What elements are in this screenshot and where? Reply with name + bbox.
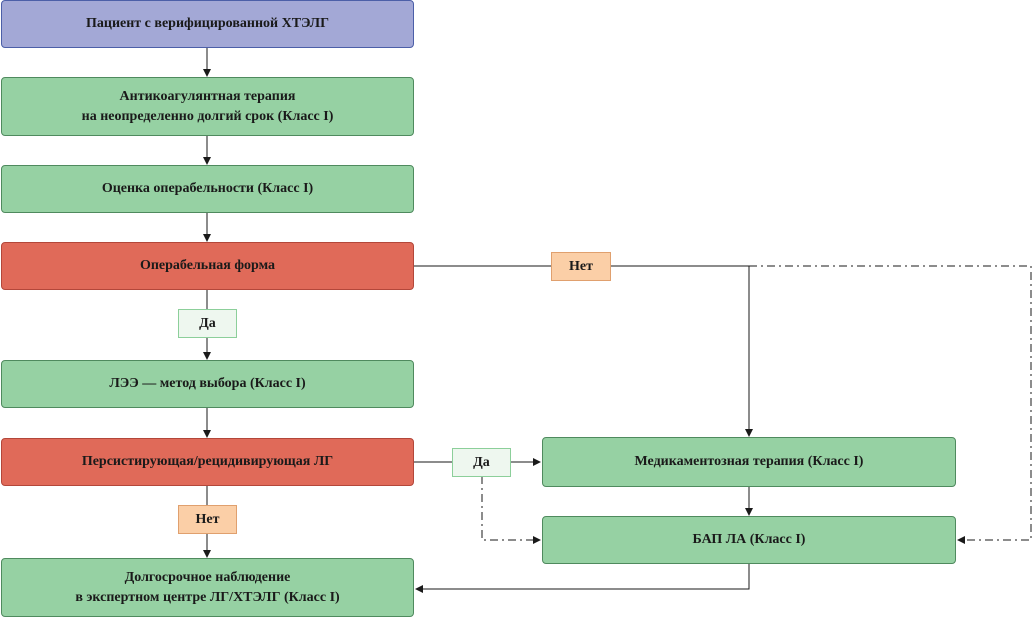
edge-label-operable-yes-text: Да xyxy=(199,315,216,331)
edge-label-operable-yes: Да xyxy=(178,309,237,338)
edge-label-operable-no-text: Нет xyxy=(569,258,593,274)
edge-label-persistent-no: Нет xyxy=(178,505,237,534)
node-drug-therapy-label: Медикаментозная терапия (Класс I) xyxy=(634,454,864,469)
node-persistent-ph: Персистирующая/рецидивирующая ЛГ xyxy=(1,438,414,486)
node-patient: Пациент с верифицированной ХТЭЛГ xyxy=(1,0,414,48)
edge-operable-no-drug xyxy=(414,265,753,437)
node-followup: Долгосрочное наблюдение в экспертном цен… xyxy=(1,558,414,617)
node-operable-form-label: Операбельная форма xyxy=(139,258,276,273)
edge-label-persistent-no-text: Нет xyxy=(195,511,220,527)
node-operability-assessment: Оценка операбельности (Класс I) xyxy=(1,165,414,213)
node-lee-label: ЛЭЭ — метод выбора (Класс I) xyxy=(109,376,306,391)
edge-label-operable-no: Нет xyxy=(551,252,611,281)
node-lee: ЛЭЭ — метод выбора (Класс I) xyxy=(1,360,414,408)
node-persistent-ph-label: Персистирующая/рецидивирующая ЛГ xyxy=(81,454,334,469)
edge-label-persistent-yes-text: Да xyxy=(473,454,490,470)
node-anticoagulant-therapy: Антикоагулянтная терапия на неопределенн… xyxy=(1,77,414,136)
node-drug-therapy: Медикаментозная терапия (Класс I) xyxy=(542,437,956,487)
edge-persistent-yes-bpa xyxy=(481,476,541,544)
edge-operable-no-bpa xyxy=(749,265,1032,544)
edge-label-persistent-yes: Да xyxy=(452,448,511,477)
node-operability-assessment-label: Оценка операбельности (Класс I) xyxy=(101,181,314,196)
node-anticoagulant-therapy-label: Антикоагулянтная терапия на неопределенн… xyxy=(81,88,334,124)
node-followup-label: Долгосрочное наблюдение в экспертном цен… xyxy=(75,569,340,605)
node-operable-form: Операбельная форма xyxy=(1,242,414,290)
node-bpa: БАП ЛА (Класс I) xyxy=(542,516,956,564)
node-bpa-label: БАП ЛА (Класс I) xyxy=(692,532,806,547)
edge-bpa-followup xyxy=(415,564,750,593)
node-patient-label: Пациент с верифицированной ХТЭЛГ xyxy=(85,16,329,31)
